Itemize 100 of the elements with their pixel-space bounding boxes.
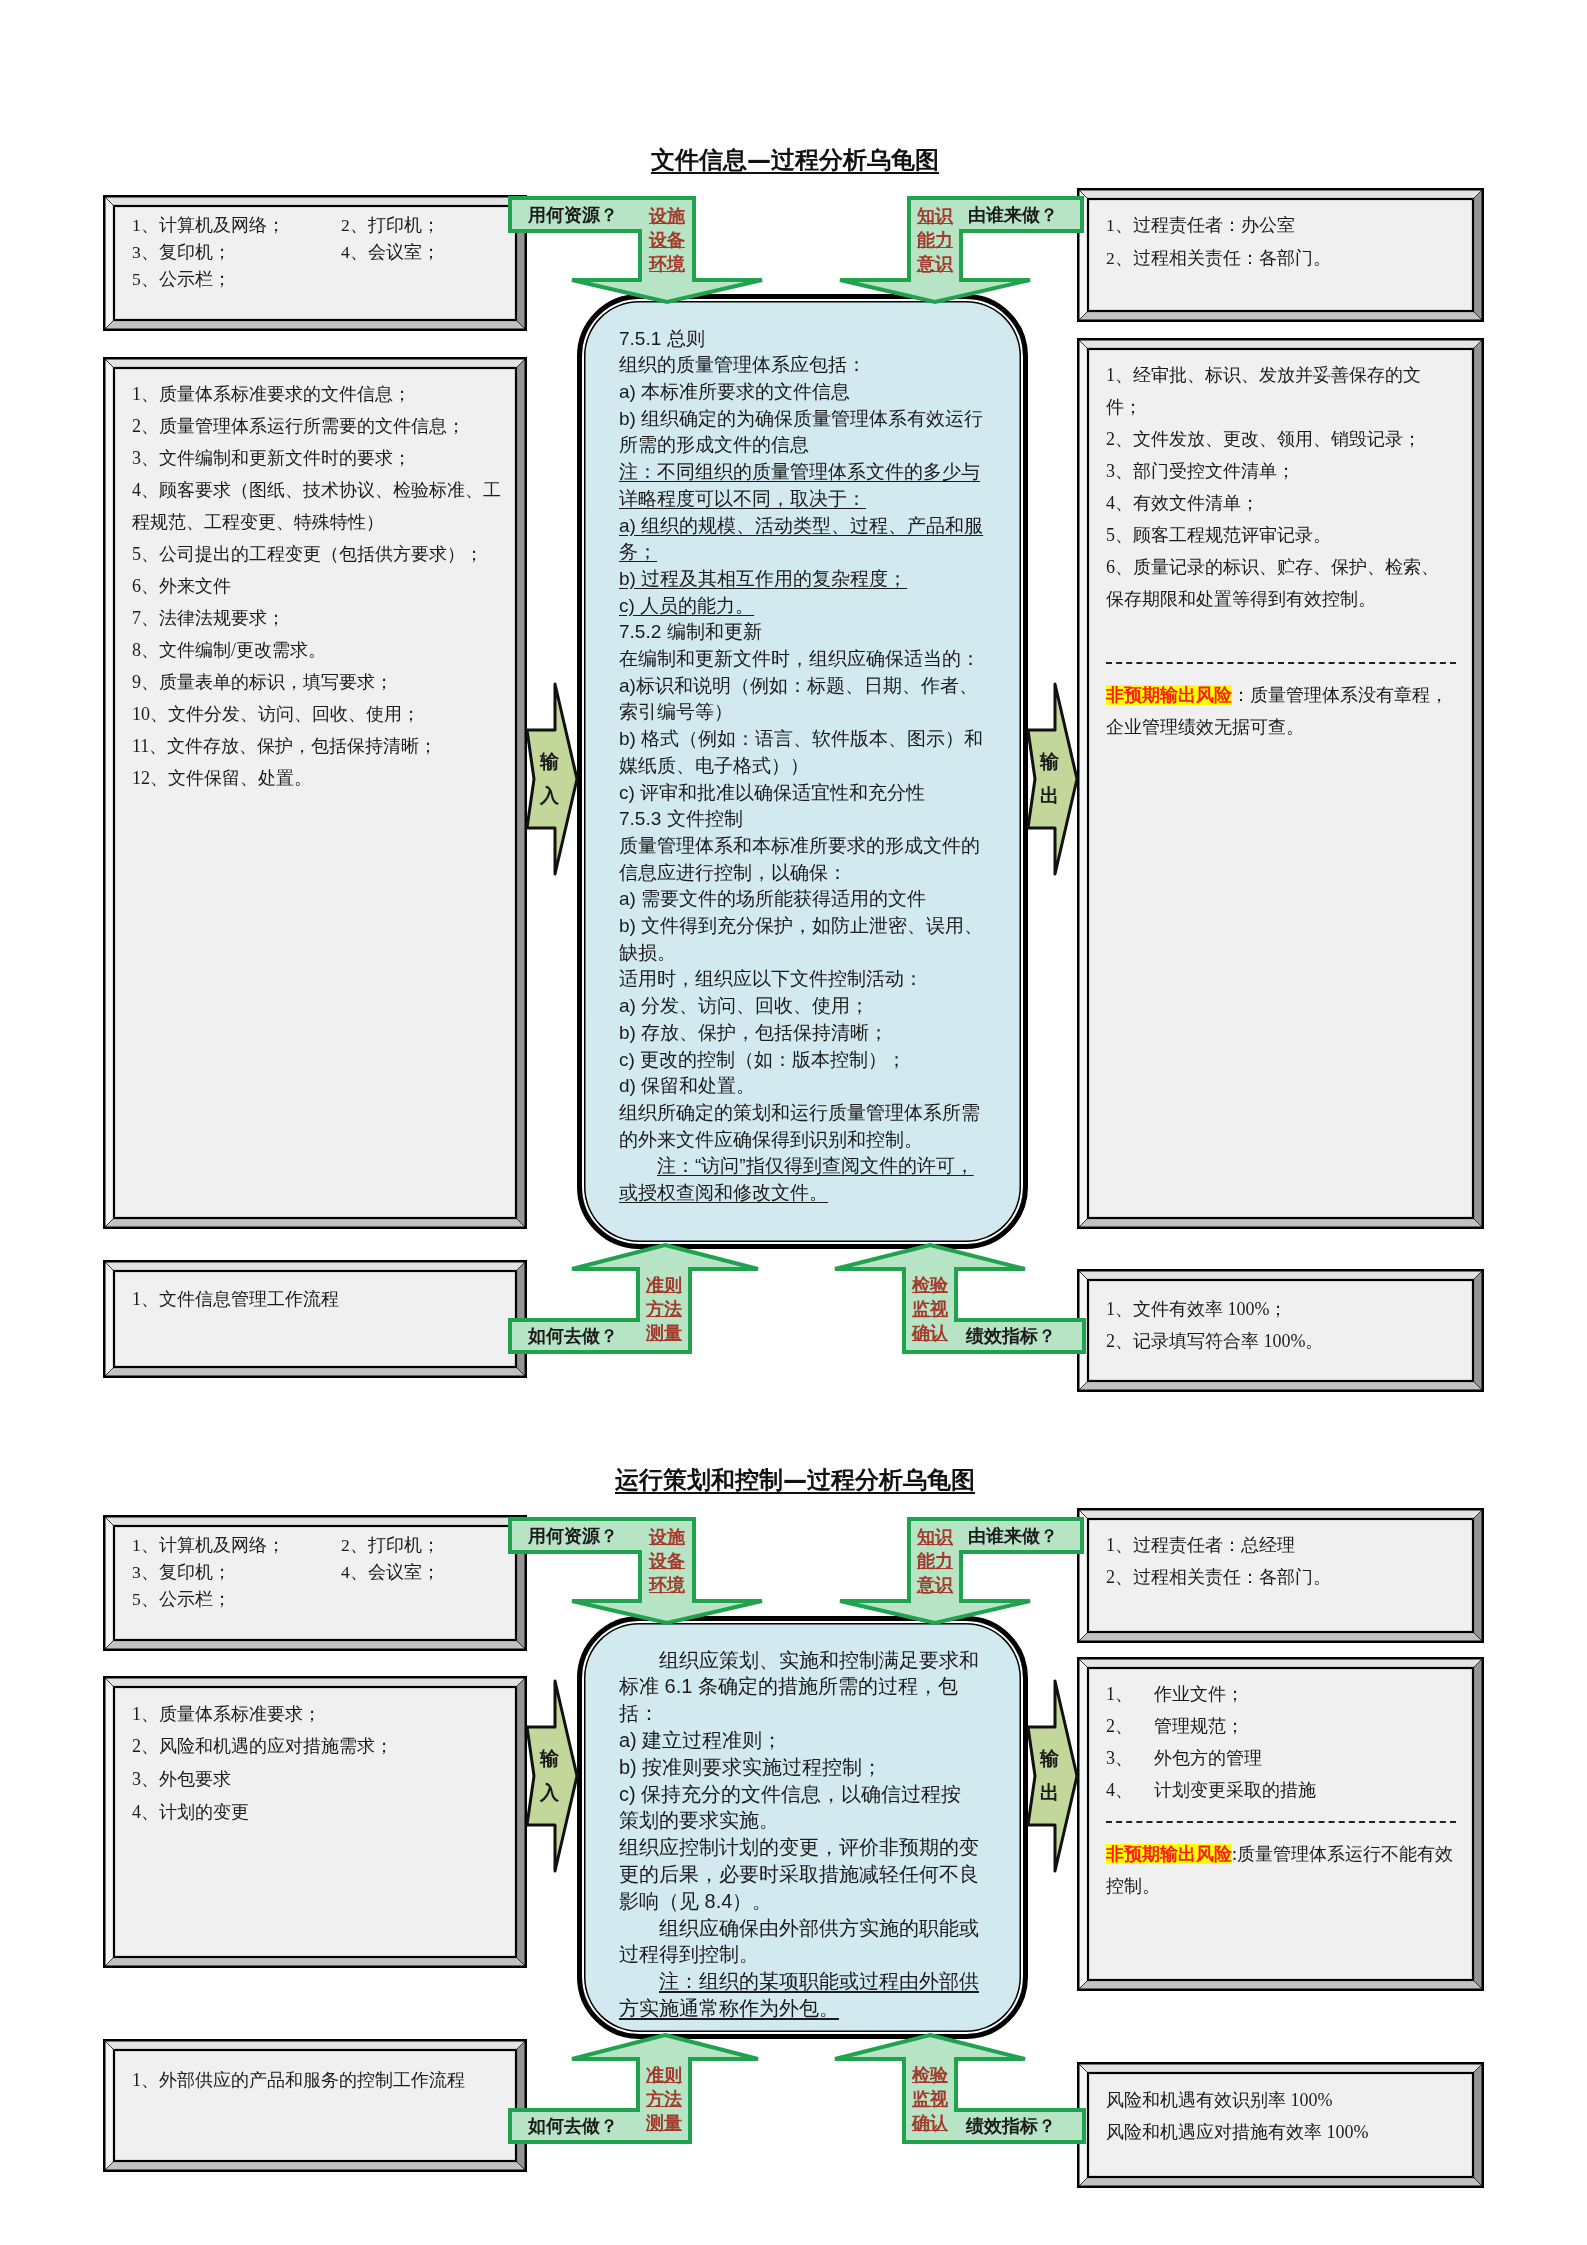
block-arrow [525,682,579,876]
note-text: 注：组织的某项职能或过程由外部供方实施通常称作为外包。 [619,1969,980,2021]
list-item: 1、文件信息管理工作流程 [132,1288,339,1311]
list-item: 1、质量体系标准要求的文件信息； [132,383,411,406]
list-item: 5、顾客工程规范评审记录。 [1106,524,1331,547]
keyword-label: 能力 [917,1550,953,1573]
list-item: 3、 外包方的管理 [1106,1747,1262,1770]
clause-text: 组织的质量管理体系应包括： [619,353,866,378]
clause-text: d) 保留和处置。 [619,1074,756,1099]
list-item: 2、文件发放、更改、领用、销毁记录； [1106,428,1421,451]
list-item: 1、过程责任者：总经理 [1106,1534,1295,1557]
list-item: 1、计算机及网络； [132,1533,285,1557]
risk-note: 非预期输出风险:质量管理体系运行不能有效控制。 [1106,1843,1454,1898]
keyword-label: 监视 [912,1298,948,1321]
list-item: 1、质量体系标准要求； [132,1702,321,1726]
question-label: 如何去做？ [528,1325,618,1348]
clause-text: 7.5.2 编制和更新 [619,620,762,645]
keyword-label: 知识 [917,1526,953,1549]
list-item: 2、过程相关责任：各部门。 [1106,1566,1331,1589]
keyword-label: 设备 [649,1550,685,1573]
rounded-box [577,294,1028,1249]
list-item: 风险和机遇有效识别率 100% [1106,2089,1333,2112]
list-item: 1、 作业文件； [1106,1683,1244,1706]
list-item: 风险和机遇应对措施有效率 100% [1106,2121,1369,2144]
keyword-label: 设备 [649,229,685,252]
keyword-label: 监视 [912,2088,948,2111]
question-label: 如何去做？ [528,2115,618,2138]
keyword-label: 能力 [917,229,953,252]
clause-text: 在编制和更新文件时，组织应确保适当的： [619,647,980,672]
clause-text: 组织应确保由外部供方实施的职能或过程得到控制。 [619,1915,980,1968]
question-label: 用何资源？ [528,1525,618,1548]
list-item: 6、外来文件 [132,575,231,598]
clause-text: a) 本标准所要求的文件信息 [619,380,851,404]
list-item: 2、打印机； [341,213,440,237]
list-item: 5、公示栏； [132,1587,231,1611]
keyword-label: 确认 [912,2112,948,2135]
clause-text: b) 存放、保护，包括保持清晰； [619,1020,889,1045]
list-item: 3、复印机； [132,240,231,264]
section-heading: 运行策划和控制—过程分析乌龟图 [615,1465,975,1495]
clause-text: b) 组织确定的为确保质量管理体系有效运行所需的形成文件的信息 [619,406,985,458]
list-item: 3、文件编制和更新文件时的要求； [132,447,411,470]
clause-text: c) 保持充分的文件信息，以确信过程按策划的要求实施。 [619,1781,963,1834]
list-item: 2、质量管理体系运行所需要的文件信息； [132,415,465,438]
keyword-label: 知识 [917,205,953,228]
clause-text: 7.5.3 文件控制 [619,807,743,832]
clause-text: c) 评审和批准以确保适宜性和充分性 [619,780,926,805]
list-item: 1、文件有效率 100%； [1106,1298,1288,1321]
clause-text: 适用时，组织应以下文件控制活动： [619,967,923,992]
list-item: 2、记录填写符合率 100%。 [1106,1330,1324,1353]
note-text: 注：“访问”指仅得到查阅文件的许可，或授权查阅和修改文件。 [619,1154,975,1206]
list-item: 1、计算机及网络； [132,213,285,237]
list-item: 8、文件编制/更改需求。 [132,639,326,662]
clause-text: 组织应控制计划的变更，评价非预期的变更的后果，必要时采取措施减轻任何不良影响（见 8.4）。 [619,1835,980,1914]
keyword-label: 测量 [646,2112,682,2135]
keyword-label: 设施 [649,1526,685,1549]
keyword-label: 准则 [646,1274,682,1297]
note-text: b) 过程及其相互作用的复杂程度； [619,566,908,591]
list-item: 2、打印机； [341,1533,440,1557]
list-item: 1、经审批、标识、发放并妥善保存的文件； [1106,364,1422,419]
clause-text: c) 更改的控制（如：版本控制）； [619,1047,907,1072]
question-label: 绩效指标？ [966,2115,1056,2138]
list-item: 11、文件存放、保护，包括保持清晰； [132,735,438,758]
keyword-label: 确认 [912,1322,948,1345]
keyword-label: 检验 [912,1274,948,1297]
clause-text: a) 需要文件的场所能获得适用的文件 [619,887,927,912]
list-item: 3、外包要求 [132,1768,231,1791]
list-item: 5、公示栏； [132,267,231,291]
risk-note: 非预期输出风险：质量管理体系没有章程，企业管理绩效无据可查。 [1106,684,1449,739]
keyword-label: 方法 [646,2088,682,2111]
edge-label: 输入 [539,1747,559,1805]
list-item: 4、 计划变更采取的措施 [1106,1779,1316,1802]
list-item: 5、公司提出的工程变更（包括供方要求）； [132,543,483,566]
question-label: 由谁来做？ [968,204,1058,227]
block-arrow [1026,1679,1079,1873]
clause-text: a) 分发、访问、回收、使用； [619,994,870,1019]
list-item: 4、顾客要求（图纸、技术协议、检验标准、工程规范、工程变更、特殊特性） [132,479,502,534]
edge-label: 输出 [1040,1747,1059,1805]
question-label: 绩效指标？ [966,1325,1056,1348]
keyword-label: 准则 [646,2064,682,2087]
list-item: 6、质量记录的标识、贮存、保护、检索、保存期限和处置等得到有效控制。 [1106,556,1440,611]
list-item: 4、有效文件清单； [1106,492,1259,515]
keyword-label: 意识 [917,1574,953,1597]
list-item: 10、文件分发、访问、回收、使用； [132,703,420,726]
rounded-box [577,1616,1028,2039]
list-item: 2、风险和机遇的应对措施需求； [132,1735,393,1759]
block-arrow [1026,682,1079,876]
keyword-label: 方法 [646,1298,682,1321]
list-item: 9、质量表单的标识，填写要求； [132,671,393,694]
keyword-label: 意识 [917,253,953,276]
question-label: 用何资源？ [528,204,618,227]
list-item: 2、 管理规范； [1106,1715,1244,1738]
list-item: 2、过程相关责任：各部门。 [1106,246,1331,270]
list-item: 7、法律法规要求； [132,607,285,630]
keyword-label: 环境 [649,1574,685,1597]
question-label: 由谁来做？ [968,1525,1058,1548]
keyword-label: 环境 [649,253,685,276]
clause-text: 组织所确定的策划和运行质量管理体系所需的外来文件应确保得到识别和控制。 [619,1101,981,1152]
list-item: 4、会议室； [341,1560,440,1584]
list-item: 3、复印机； [132,1560,231,1584]
clause-text: 7.5.1 总则 [619,326,705,351]
